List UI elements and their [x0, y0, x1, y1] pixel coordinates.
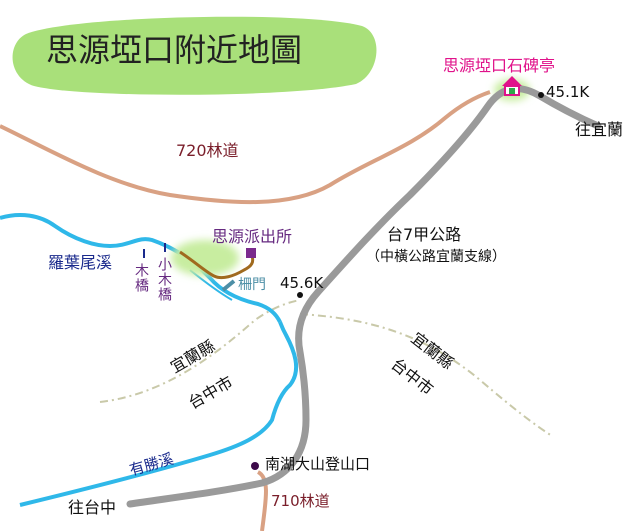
forest-road-720: [0, 90, 491, 205]
km-456-dot: [297, 292, 303, 298]
to-yilan-label: 往宜蘭: [575, 120, 624, 139]
bridge-small-wood-label: 小木橋: [156, 257, 172, 302]
pavilion-label: 思源埡口石碑亭: [443, 56, 556, 75]
bridge-wood-label: 木橋: [133, 263, 149, 293]
trailhead-label: 南湖大山登山口: [265, 455, 371, 473]
trail-to-station: [179, 250, 255, 280]
trailhead-dot: [251, 462, 259, 470]
map-title: 思源埡口附近地圖: [46, 31, 303, 69]
km-451-label: 45.1K: [546, 83, 590, 101]
pavilion-icon-door: [509, 88, 515, 94]
forest-road-710: [256, 470, 268, 531]
highway-note-label: （中橫公路宜蘭支線）: [366, 249, 506, 265]
km-456-label: 45.6K: [280, 274, 324, 292]
stream-yousheng: [19, 321, 299, 507]
gate-label: 柵門: [238, 277, 266, 293]
highway-name-label: 台7甲公路: [387, 225, 462, 244]
title-background: [12, 16, 377, 95]
forest-road-710-label: 710林道: [271, 492, 330, 510]
pavilion-icon: [502, 76, 522, 86]
gate-icon: [221, 279, 236, 292]
station-glow: [171, 240, 239, 276]
forest-road-720-label: 720林道: [176, 141, 239, 160]
km-451-dot: [538, 92, 544, 98]
county-boundary-left: [99, 299, 301, 403]
stream-luoye: [0, 212, 282, 323]
stream-luoye-label: 羅葉尾溪: [48, 253, 113, 272]
police-station-label: 思源派出所: [212, 227, 293, 246]
police-station-icon: [246, 248, 256, 258]
to-taichung-label: 往台中: [68, 498, 117, 517]
